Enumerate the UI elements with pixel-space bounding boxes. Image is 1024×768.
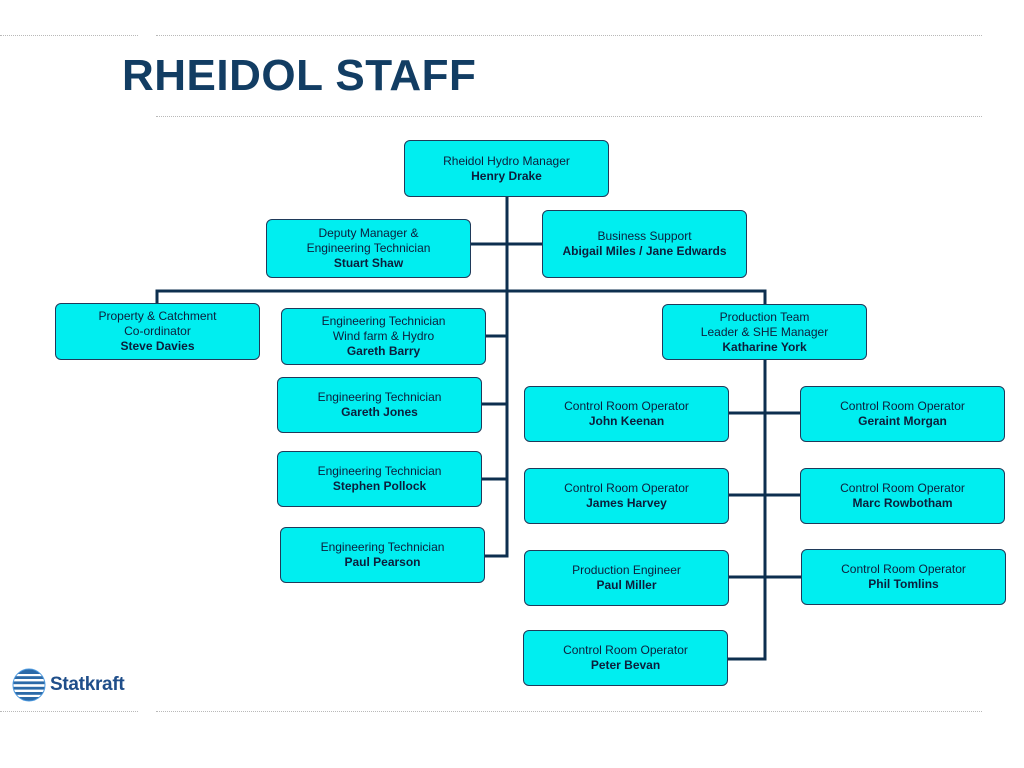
- role-label: Property & Catchment Co-ordinator: [98, 309, 217, 338]
- org-box-tech-pollock: Engineering Technician Stephen Pollock: [277, 451, 482, 507]
- org-box-cro-tomlins: Control Room Operator Phil Tomlins: [801, 549, 1006, 605]
- person-name: Paul Miller: [596, 578, 657, 592]
- person-name: Stuart Shaw: [333, 256, 404, 270]
- role-label: Business Support: [597, 229, 692, 243]
- org-box-cro-keenan: Control Room Operator John Keenan: [524, 386, 729, 442]
- role-label: Production Team Leader & SHE Manager: [700, 309, 829, 339]
- person-name: Abigail Miles / Jane Edwards: [562, 244, 727, 258]
- role-label: Control Room Operator: [840, 399, 965, 413]
- org-box-tech-pearson: Engineering Technician Paul Pearson: [280, 527, 485, 583]
- org-box-cro-bevan: Control Room Operator Peter Bevan: [523, 630, 728, 686]
- person-name: James Harvey: [586, 496, 667, 510]
- person-name: Henry Drake: [471, 168, 542, 183]
- person-name: Gareth Jones: [341, 405, 418, 419]
- person-name: Phil Tomlins: [868, 577, 939, 591]
- org-box-property: Property & Catchment Co-ordinator Steve …: [55, 303, 260, 360]
- org-box-prod-engineer: Production Engineer Paul Miller: [524, 550, 729, 606]
- role-label: Deputy Manager & Engineering Technician: [306, 226, 431, 255]
- org-box-production-lead: Production Team Leader & SHE Manager Kat…: [662, 304, 867, 360]
- role-label: Engineering Technician: [317, 464, 442, 478]
- statkraft-globe-icon: [12, 668, 46, 702]
- top-rule-left: [0, 35, 138, 36]
- top-rule-right: [156, 35, 982, 36]
- role-label: Engineering Technician Wind farm & Hydro: [321, 314, 446, 343]
- person-name: Geraint Morgan: [858, 414, 947, 428]
- org-box-tech-wind: Engineering Technician Wind farm & Hydro…: [281, 308, 486, 365]
- person-name: Katharine York: [722, 339, 807, 354]
- person-name: Peter Bevan: [590, 658, 661, 672]
- org-box-business-support: Business Support Abigail Miles / Jane Ed…: [542, 210, 747, 278]
- bottom-rule-left: [0, 711, 138, 712]
- role-label: Control Room Operator: [564, 481, 689, 495]
- person-name: Marc Rowbotham: [852, 496, 953, 510]
- person-name: Paul Pearson: [344, 555, 421, 569]
- org-box-manager: Rheidol Hydro Manager Henry Drake: [404, 140, 609, 197]
- person-name: Gareth Barry: [346, 344, 421, 358]
- org-box-tech-jones: Engineering Technician Gareth Jones: [277, 377, 482, 433]
- org-box-cro-morgan: Control Room Operator Geraint Morgan: [800, 386, 1005, 442]
- person-name: Steve Davies: [120, 339, 195, 353]
- org-box-deputy: Deputy Manager & Engineering Technician …: [266, 219, 471, 278]
- org-box-cro-rowbotham: Control Room Operator Marc Rowbotham: [800, 468, 1005, 524]
- role-label: Control Room Operator: [840, 481, 965, 495]
- role-label: Control Room Operator: [841, 562, 966, 576]
- person-name: Stephen Pollock: [332, 479, 427, 493]
- bottom-rule-right: [156, 711, 982, 712]
- org-box-cro-harvey: Control Room Operator James Harvey: [524, 468, 729, 524]
- role-label: Rheidol Hydro Manager: [443, 153, 570, 168]
- person-name: John Keenan: [588, 414, 665, 428]
- role-label: Control Room Operator: [563, 643, 688, 657]
- role-label: Engineering Technician: [317, 390, 442, 404]
- logo-wordmark: Statkraft: [50, 674, 125, 695]
- role-label: Production Engineer: [572, 563, 681, 577]
- role-label: Control Room Operator: [564, 399, 689, 413]
- role-label: Engineering Technician: [320, 540, 445, 554]
- title-underline: [156, 116, 982, 117]
- page-title: RHEIDOL STAFF: [122, 51, 477, 100]
- statkraft-logo: Statkraft: [12, 666, 125, 704]
